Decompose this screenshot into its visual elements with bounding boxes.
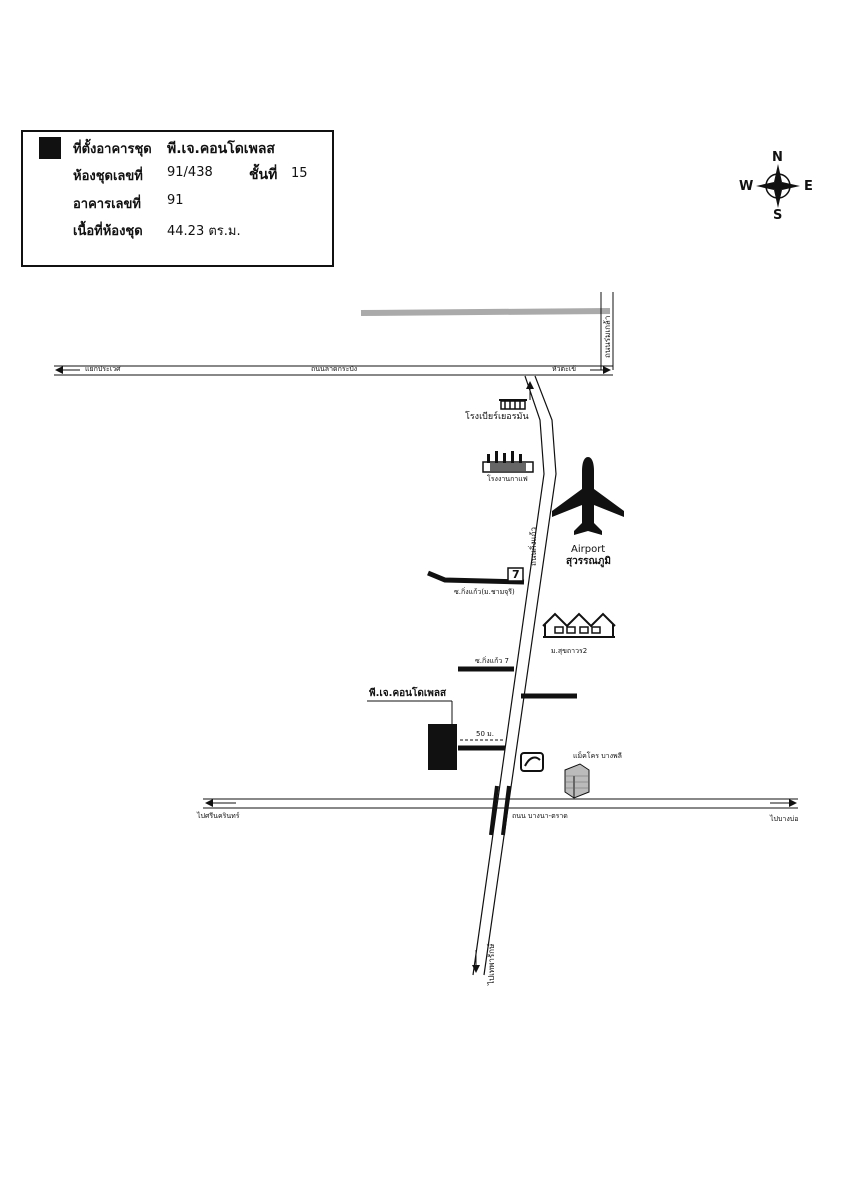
compass-west: W bbox=[739, 179, 754, 194]
label-unit-number: ห้องชุดเลขที่ bbox=[73, 169, 143, 184]
factory-icon bbox=[482, 451, 534, 473]
label-bangna-road: ถนน บางนา-ตราด bbox=[512, 812, 568, 820]
label-makro: แม็คโคร บางพลี bbox=[573, 752, 622, 760]
label-road-top-right: หัวตะเข้ bbox=[552, 365, 577, 373]
label-soi-7: ซ.กิ่งแก้ว 7 bbox=[475, 657, 509, 665]
label-romklao-road: ถนนร่มเกล้า bbox=[603, 315, 612, 358]
kingkaew-road-right bbox=[483, 375, 557, 976]
airplane-icon bbox=[552, 457, 624, 535]
condo-building-block bbox=[428, 724, 457, 770]
label-floor: ชั้นที่ bbox=[249, 167, 278, 183]
label-village: ม.สุขถาวร2 bbox=[551, 647, 588, 655]
brewery-icon bbox=[499, 399, 527, 410]
label-building-number: อาคารเลขที่ bbox=[73, 197, 141, 212]
label-to-bangbo: ไปบางบ่อ bbox=[770, 815, 799, 823]
label-distance: 50 ม. bbox=[476, 730, 494, 738]
building-name: พี.เจ.คอนโดเพลส bbox=[167, 141, 275, 157]
label-road-top-left: แยกประเวศ bbox=[85, 365, 121, 373]
compass-north: N bbox=[772, 150, 783, 165]
label-kingkaew-road: ถนนกิ่งแก้ว bbox=[529, 526, 538, 566]
seven-eleven-label: 7 bbox=[512, 568, 520, 581]
store-icon bbox=[520, 752, 544, 772]
label-to-srinakarin: ไปศรีนครินทร์ bbox=[197, 812, 240, 820]
label-building-location: ที่ตั้งอาคารชุด bbox=[73, 142, 152, 157]
label-road-top-name: ถนนลาดกระบัง bbox=[311, 365, 358, 373]
building-icon bbox=[564, 763, 590, 799]
label-condo: พี.เจ.คอนโดเพลส bbox=[369, 688, 447, 699]
label-brewery: โรงเบียร์เยอรมัน bbox=[465, 412, 529, 422]
location-marker-square bbox=[39, 137, 61, 159]
compass-icon bbox=[756, 164, 800, 208]
label-coffee-factory: โรงงานกาแฟ bbox=[487, 475, 528, 483]
unit-area: 44.23 ตร.ม. bbox=[167, 224, 241, 239]
unit-number: 91/438 bbox=[167, 165, 213, 180]
label-airport-th: สุวรรณภูมิ bbox=[566, 556, 611, 567]
label-soi-chamchuri: ซ.กิ่งแก้ว(ม.ชามจุรี) bbox=[454, 588, 515, 596]
bridge-bar-right bbox=[501, 785, 511, 836]
label-to-thepharak: ไปเทพารักษ์ bbox=[487, 943, 496, 985]
houses-icon bbox=[542, 612, 616, 638]
label-unit-area: เนื้อที่ห้องชุด bbox=[73, 224, 143, 239]
bridge-bar-left bbox=[489, 785, 499, 836]
soi-chamchuri bbox=[427, 570, 525, 585]
building-number: 91 bbox=[167, 193, 184, 208]
compass-east: E bbox=[804, 179, 813, 194]
grey-road bbox=[360, 308, 611, 316]
floor-number: 15 bbox=[291, 166, 308, 181]
label-airport-en: Airport bbox=[571, 544, 606, 555]
seven-eleven-icon bbox=[507, 567, 524, 582]
kingkaew-road-left bbox=[472, 375, 545, 976]
property-info-box: ที่ตั้งอาคารชุด พี.เจ.คอนโดเพลส ห้องชุดเ… bbox=[21, 130, 334, 267]
compass-south: S bbox=[773, 208, 783, 223]
